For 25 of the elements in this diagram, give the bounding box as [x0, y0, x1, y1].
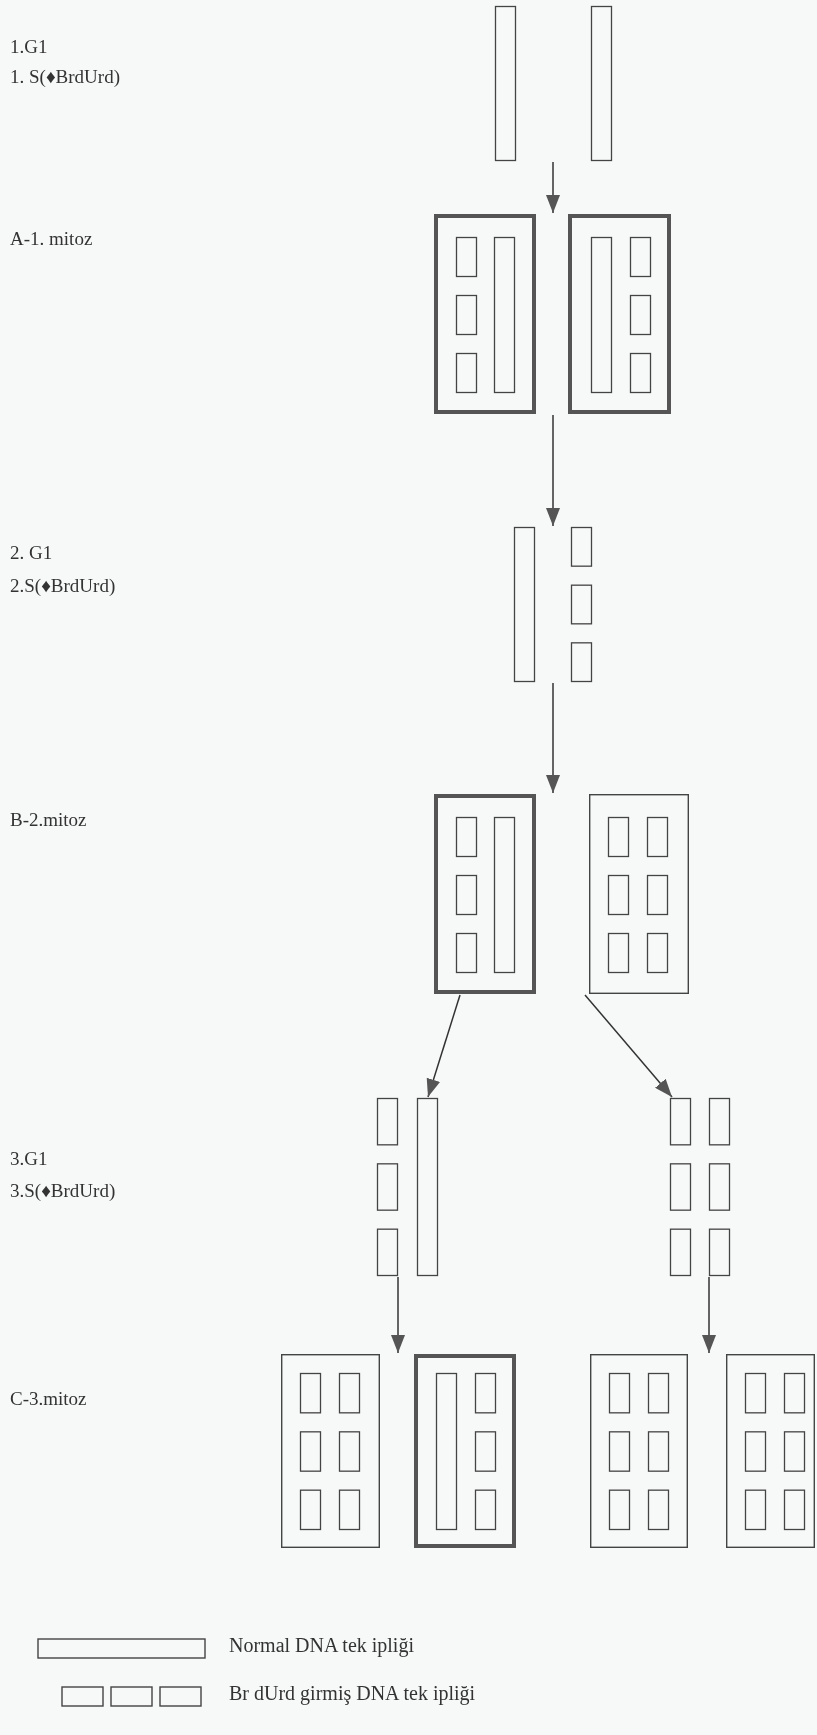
chromosome-pair-drawing: [281, 1354, 517, 1548]
stage-label: 1.G1: [10, 36, 48, 59]
stage-label: 3.G1: [10, 1148, 48, 1171]
stage-label: 2.S(♦BrdUrd): [10, 575, 116, 598]
stage-label: A-1. mitoz: [10, 228, 93, 251]
arrow: [546, 161, 560, 214]
arrow: [426, 994, 461, 1098]
stage-label: B-2.mitoz: [10, 809, 87, 832]
stage-label: 3.S(♦BrdUrd): [10, 1180, 116, 1203]
arrow: [546, 682, 560, 794]
arrow: [391, 1276, 405, 1354]
chromosome-pair-drawing: [434, 794, 690, 994]
legend-text: Br dUrd girmiş DNA tek ipliği: [229, 1681, 477, 1706]
arrow: [584, 994, 673, 1098]
arrow: [546, 414, 560, 527]
stage-label: 2. G1: [10, 542, 53, 565]
dna-strand-drawing: [514, 527, 593, 682]
dna-strand-drawing: [377, 1098, 438, 1276]
stage-label: C-3.mitoz: [10, 1388, 87, 1411]
legend-text: Normal DNA tek ipliği: [229, 1633, 415, 1658]
chromosome-pair-drawing: [590, 1354, 816, 1548]
dna-strand-drawing: [495, 6, 613, 161]
arrow: [702, 1276, 716, 1354]
chromosome-pair-drawing: [434, 214, 672, 414]
stage-label: 1. S(♦BrdUrd): [10, 66, 120, 89]
